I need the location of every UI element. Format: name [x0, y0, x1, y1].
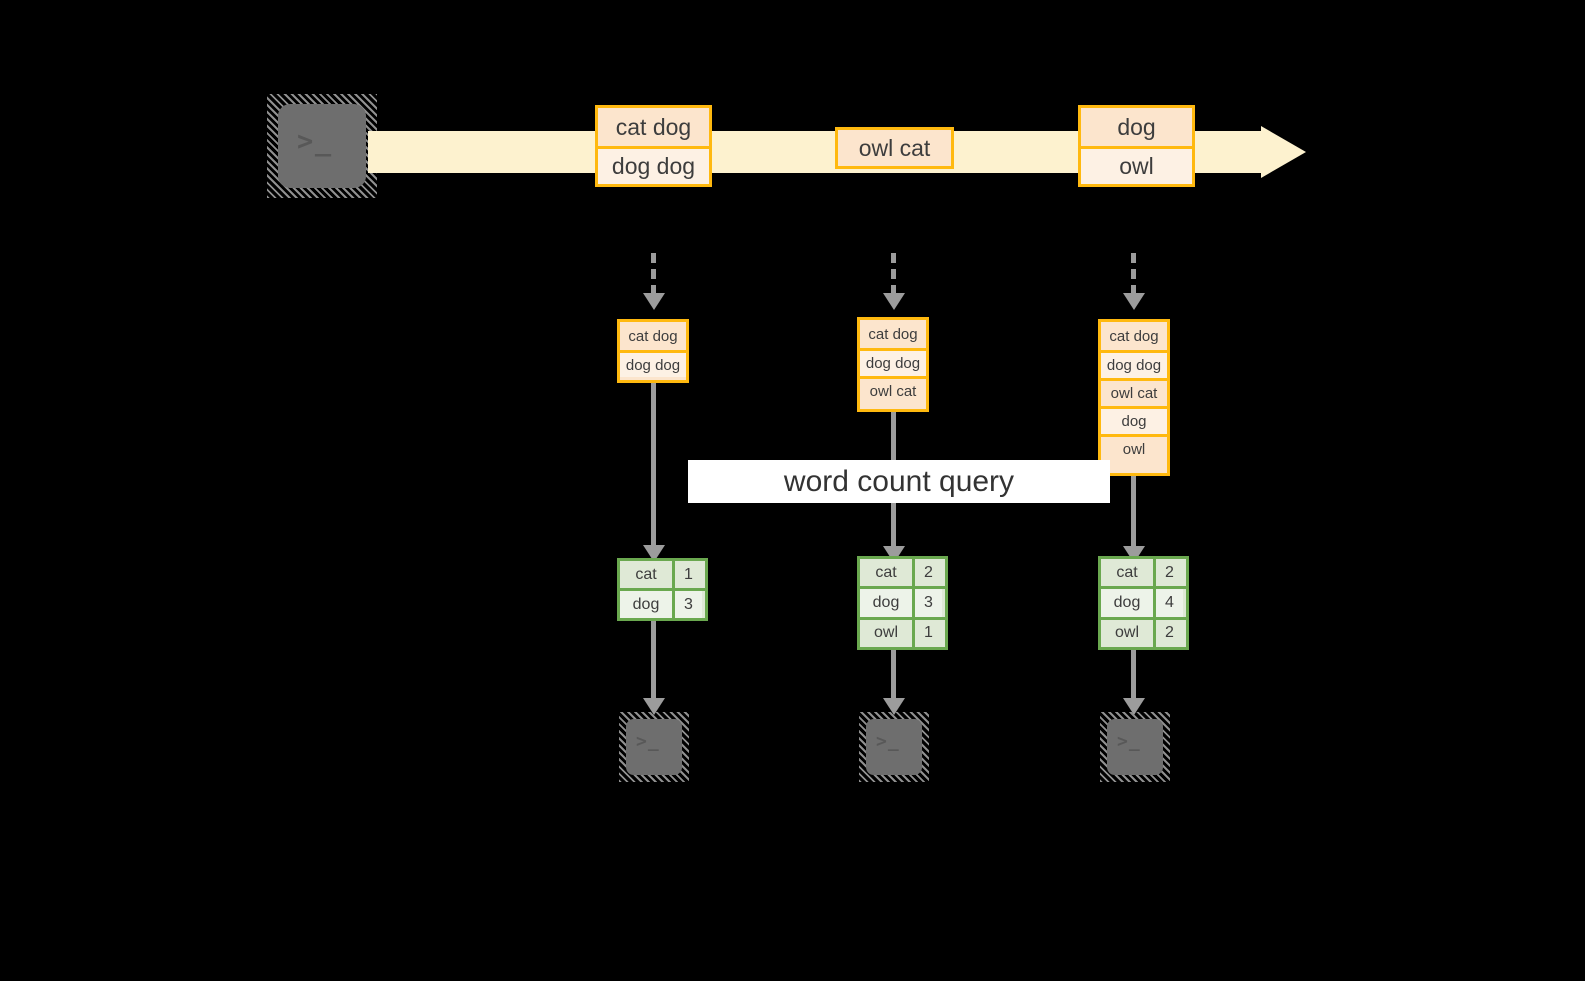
event-stream-arrow-head — [1261, 126, 1306, 178]
stream-event-line: owl — [1081, 146, 1192, 184]
result-word-cell: dog — [620, 591, 672, 618]
result-word-cell: cat — [620, 561, 672, 588]
terminal-prompt-glyph: >_ — [1117, 731, 1141, 752]
snapshot-record-stack: cat dog dog dog owl cat dog owl — [1098, 319, 1170, 476]
snapshot-record: dog dog — [620, 350, 686, 377]
snapshot-record: cat dog — [1101, 322, 1167, 350]
terminal-plate — [1107, 719, 1163, 775]
terminal-plate — [866, 719, 922, 775]
result-table: cat 1 dog 3 — [617, 558, 708, 621]
stream-event-box: dog owl — [1078, 105, 1195, 187]
snapshot-record: owl — [1101, 434, 1167, 461]
stream-event-line: dog dog — [598, 146, 709, 184]
result-row: dog 3 — [860, 586, 945, 617]
result-row: cat 1 — [620, 561, 705, 588]
snapshot-record: cat dog — [620, 322, 686, 350]
query-label-text: word count query — [783, 464, 1015, 498]
result-row: cat 2 — [860, 559, 945, 587]
result-count-cell: 2 — [1153, 619, 1183, 647]
result-row: cat 2 — [1101, 559, 1186, 587]
query-label-band: word count query — [688, 460, 1110, 503]
terminal-plate — [278, 104, 366, 188]
result-row: dog 3 — [620, 588, 705, 618]
source-terminal-icon: >_ — [267, 94, 377, 198]
sink-terminal-icon: >_ — [619, 712, 689, 782]
result-count-cell: 2 — [1153, 559, 1183, 587]
result-count-cell: 4 — [1153, 589, 1183, 617]
result-count-cell: 1 — [912, 619, 942, 647]
result-word-cell: cat — [860, 559, 912, 587]
result-row: owl 2 — [1101, 616, 1186, 647]
snapshot-record: owl cat — [1101, 378, 1167, 406]
stream-event-line: dog — [1081, 108, 1192, 146]
snapshot-record: owl cat — [860, 376, 926, 403]
snapshot-record: dog dog — [860, 348, 926, 376]
stream-event-box: owl cat — [835, 127, 954, 169]
result-word-cell: owl — [1101, 619, 1153, 647]
stream-event-line: cat dog — [598, 108, 709, 146]
result-table: cat 2 dog 4 owl 2 — [1098, 556, 1189, 650]
snapshot-record-stack: cat dog dog dog owl cat — [857, 317, 929, 412]
result-word-cell: dog — [860, 589, 912, 617]
snapshot-record: cat dog — [860, 320, 926, 348]
result-count-cell: 1 — [672, 561, 702, 588]
result-word-cell: dog — [1101, 589, 1153, 617]
result-count-cell: 3 — [912, 589, 942, 617]
result-count-cell: 3 — [672, 591, 702, 618]
terminal-prompt-glyph: >_ — [876, 731, 900, 752]
sink-terminal-icon: >_ — [1100, 712, 1170, 782]
result-word-cell: cat — [1101, 559, 1153, 587]
sink-terminal-icon: >_ — [859, 712, 929, 782]
result-count-cell: 2 — [912, 559, 942, 587]
terminal-prompt-glyph: >_ — [297, 126, 333, 157]
terminal-plate — [626, 719, 682, 775]
result-row: owl 1 — [860, 616, 945, 647]
snapshot-record-stack: cat dog dog dog — [617, 319, 689, 383]
result-word-cell: owl — [860, 619, 912, 647]
result-row: dog 4 — [1101, 586, 1186, 617]
snapshot-record: dog — [1101, 406, 1167, 434]
terminal-prompt-glyph: >_ — [636, 731, 660, 752]
stream-event-box: cat dog dog dog — [595, 105, 712, 187]
stream-event-line: owl cat — [838, 130, 951, 166]
snapshot-record: dog dog — [1101, 350, 1167, 378]
result-table: cat 2 dog 3 owl 1 — [857, 556, 948, 650]
